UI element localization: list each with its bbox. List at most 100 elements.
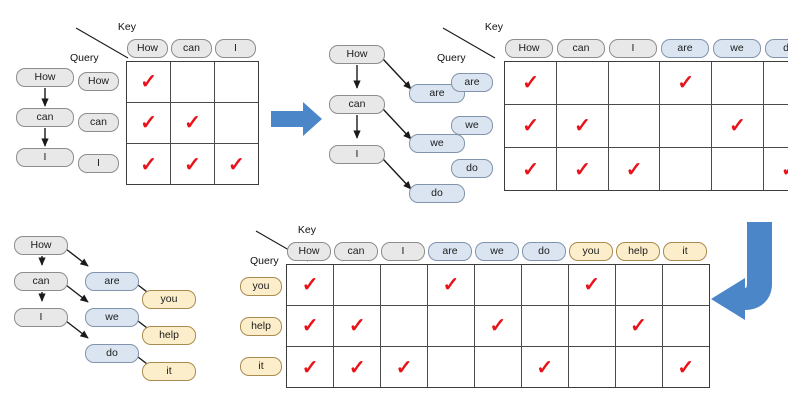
tree-node-it: it [142, 362, 196, 381]
column-header-do: do [522, 242, 566, 261]
table-row: ✓ ✓ ✓ ✓ ✓ [287, 346, 709, 387]
attention-cell[interactable] [213, 101, 258, 145]
check-icon: ✓ [764, 160, 788, 180]
check-icon: ✓ [536, 356, 554, 379]
attention-cell[interactable]: ✓ [127, 62, 172, 103]
attention-cell[interactable] [474, 346, 522, 387]
check-icon: ✓ [395, 356, 413, 379]
table-row: ✓✓ [127, 101, 258, 145]
attention-cell[interactable]: ✓ [614, 304, 663, 348]
attention-cell[interactable] [567, 346, 616, 387]
attention-cell[interactable] [520, 304, 569, 348]
attention-cell[interactable] [762, 62, 788, 105]
attention-cell[interactable] [380, 265, 429, 306]
attention-cell[interactable]: ✓ [287, 346, 335, 387]
attention-cell[interactable] [427, 304, 475, 348]
check-icon: ✓ [348, 315, 366, 338]
top-middle-tree: How can I are we do [325, 45, 465, 203]
attention-cell[interactable]: ✓ [556, 147, 609, 190]
check-icon: ✓ [677, 356, 695, 379]
bottom-left-tree: How can I are we do you help it [14, 236, 196, 386]
check-icon: ✓ [140, 71, 157, 94]
attention-cell[interactable]: ✓ [333, 304, 382, 348]
attention-cell[interactable]: ✓ [711, 103, 764, 149]
tree-node-we: we [85, 308, 139, 327]
attention-cell[interactable] [520, 265, 569, 306]
flow-arrow-right [271, 100, 323, 138]
attention-cell[interactable] [607, 103, 661, 149]
attention-cell[interactable]: ✓ [170, 143, 215, 184]
attention-cell[interactable] [567, 304, 616, 348]
attention-cell[interactable] [170, 62, 215, 103]
attention-cell[interactable] [762, 103, 788, 149]
table-row: ✓✓✓ [127, 143, 258, 184]
check-icon: ✓ [522, 158, 539, 181]
attention-cell[interactable] [556, 62, 609, 105]
attention-cell[interactable]: ✓ [661, 346, 709, 387]
attention-cell[interactable]: ✓ [127, 143, 172, 184]
attention-table-body: ✓✓✓✓✓✓✓✓✓✓✓✓ [287, 265, 709, 387]
check-icon: ✓ [301, 315, 319, 338]
table-row: ✓ ✓ ✓ [287, 265, 709, 306]
column-header-we: we [475, 242, 519, 261]
check-icon: ✓ [677, 72, 695, 95]
row-header-you: you [240, 277, 282, 296]
attention-cell[interactable] [614, 265, 663, 306]
attention-cell[interactable]: ✓ [659, 62, 713, 105]
attention-cell[interactable] [333, 265, 382, 306]
key-query-diagonal-line [442, 27, 496, 59]
check-icon: ✓ [301, 274, 319, 297]
check-icon: ✓ [184, 112, 201, 135]
tree-node-do: do [409, 184, 465, 203]
check-icon: ✓ [522, 115, 539, 138]
attention-cell[interactable]: ✓ [505, 147, 558, 190]
query-label: Query [70, 52, 99, 64]
attention-cell[interactable] [213, 62, 258, 103]
row-header-help: help [240, 317, 282, 336]
attention-cell[interactable]: ✓ [505, 103, 558, 149]
tree-node-can: can [14, 272, 68, 291]
attention-cell[interactable]: ✓ [427, 265, 475, 306]
check-icon: ✓ [522, 72, 539, 95]
attention-cell[interactable] [474, 265, 522, 306]
attention-cell[interactable] [661, 304, 709, 348]
tree-node-do: do [85, 344, 139, 363]
attention-cell[interactable]: ✓ [127, 101, 172, 145]
attention-cell[interactable] [659, 147, 713, 190]
attention-cell[interactable]: ✓ [213, 143, 258, 184]
attention-cell[interactable]: ✓ [287, 265, 335, 306]
table-row: ✓✓✓✓ [505, 147, 788, 190]
tree-edges [41, 88, 49, 147]
key-query-corner-label: Key Query [437, 21, 503, 64]
attention-cell[interactable]: ✓ [607, 147, 661, 190]
attention-cell[interactable]: ✓ [556, 103, 609, 149]
key-label: Key [484, 21, 503, 33]
table-row: ✓ ✓ ✓ [505, 103, 788, 149]
attention-cell[interactable] [661, 265, 709, 306]
column-header-we: we [713, 39, 761, 58]
attention-cell[interactable] [659, 103, 713, 149]
attention-cell[interactable] [380, 304, 429, 348]
attention-grid: ✓✓✓✓✓✓ [126, 61, 259, 185]
attention-cell[interactable]: ✓ [287, 304, 335, 348]
attention-cell[interactable]: ✓ [380, 346, 429, 387]
tree-node-are: are [85, 272, 139, 291]
attention-cell[interactable] [711, 62, 764, 105]
attention-table: ✓✓✓✓✓✓✓✓✓✓✓✓ [287, 265, 709, 387]
attention-cell[interactable]: ✓ [505, 62, 558, 105]
attention-cell[interactable] [711, 147, 764, 190]
attention-cell[interactable]: ✓ [762, 147, 788, 190]
check-icon: ✓ [348, 356, 366, 379]
tree-node-how: How [329, 45, 385, 64]
column-header-can: can [171, 39, 212, 58]
query-label: Query [437, 52, 466, 64]
attention-cell[interactable]: ✓ [474, 304, 522, 348]
attention-cell[interactable]: ✓ [333, 346, 382, 387]
attention-cell[interactable]: ✓ [520, 346, 569, 387]
attention-cell[interactable] [607, 62, 661, 105]
attention-cell[interactable] [614, 346, 663, 387]
tree-node-are: are [409, 84, 465, 103]
attention-cell[interactable]: ✓ [567, 265, 616, 306]
attention-cell[interactable]: ✓ [170, 101, 215, 145]
attention-cell[interactable] [427, 346, 475, 387]
